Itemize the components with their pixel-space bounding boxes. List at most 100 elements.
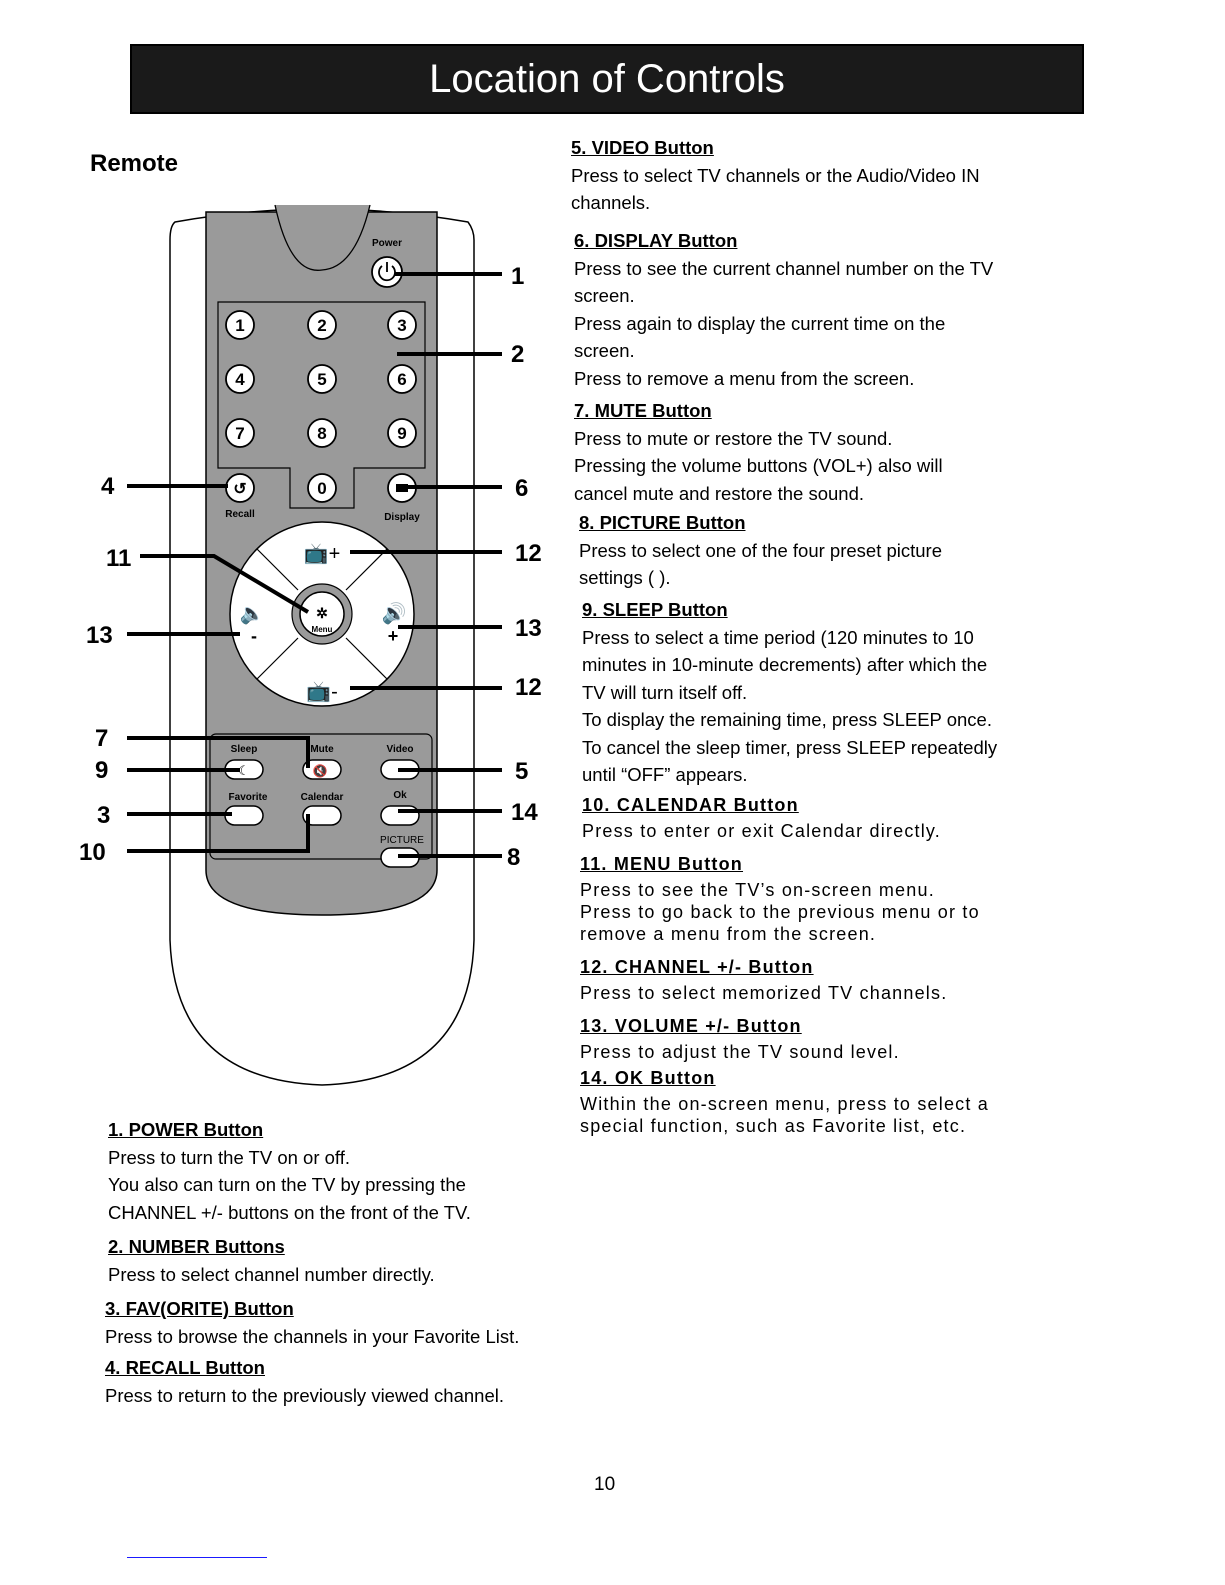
- section-line: Press to select memorized TV channels.: [580, 982, 948, 1003]
- callout-left-4: 4: [101, 473, 115, 500]
- section-heading: 7. MUTE Button: [574, 400, 712, 421]
- section-heading: 4. RECALL Button: [105, 1357, 265, 1378]
- channel-up-button[interactable]: 📺+: [304, 543, 341, 565]
- section-line: Pressing the volume buttons (VOL+) also …: [574, 455, 943, 476]
- title-bar: Location of Controls: [130, 44, 1084, 114]
- digit-button-1[interactable]: [225, 310, 255, 340]
- digit-button-2[interactable]: [307, 310, 337, 340]
- callout-right-12a: 12: [515, 540, 542, 567]
- ok-button[interactable]: [380, 805, 420, 826]
- section-line: settings ( ).: [579, 567, 671, 588]
- section-line: Press to adjust the TV sound level.: [580, 1041, 900, 1062]
- section-heading: 12. CHANNEL +/- Button: [580, 957, 814, 977]
- menu-label: Menu: [312, 625, 333, 634]
- digit-button-0[interactable]: [307, 473, 337, 503]
- section-line: until “OFF” appears.: [582, 764, 748, 785]
- channel-down-button[interactable]: 📺-: [306, 681, 338, 703]
- section-line: Press to select channel number directly.: [108, 1263, 435, 1285]
- digit-button-4[interactable]: [225, 364, 255, 394]
- picture-label: PICTURE: [380, 835, 424, 846]
- section-line: Press again to display the current time …: [574, 312, 946, 334]
- section-heading: 6. DISPLAY Button: [574, 230, 738, 251]
- callout-right-6: 6: [515, 475, 528, 502]
- digit-button-6[interactable]: [387, 364, 417, 394]
- section-heading: 2. NUMBER Buttons: [108, 1236, 285, 1257]
- number-pad-frame: [217, 301, 426, 509]
- favorite-label: Favorite: [229, 792, 268, 803]
- callout-right-12b: 12: [515, 674, 542, 701]
- digit-label-0: 0: [317, 479, 326, 498]
- callout-numbers: 1 2 6 12 13 12 5 14 8 4 11 13 7 9 3 10: [79, 263, 542, 871]
- ir-window: [274, 204, 371, 271]
- volume-down-button[interactable]: 🔈 -: [240, 603, 265, 646]
- section-line: minutes in 10-minute decrements) after w…: [582, 654, 988, 675]
- callout-right-1: 1: [511, 263, 524, 290]
- mute-icon: 🔇: [313, 764, 328, 778]
- section-heading: 8. PICTURE Button: [579, 512, 746, 533]
- section-line: Press to select a time period (120 minut…: [582, 626, 974, 648]
- calendar-label: Calendar: [301, 792, 344, 803]
- callout-right-14: 14: [511, 799, 538, 826]
- callout-right-2: 2: [511, 341, 524, 368]
- section-line: Press to browse the channels in your Fav…: [105, 1325, 520, 1347]
- callout-left-11: 11: [106, 545, 131, 572]
- section-heading: 5. VIDEO Button: [571, 137, 714, 158]
- sleep-label: Sleep: [231, 744, 258, 755]
- moon-icon: ☾: [238, 763, 250, 778]
- section-line: You also can turn on the TV by pressing …: [108, 1174, 466, 1195]
- digit-label-1: 1: [235, 316, 244, 335]
- section-line: screen.: [574, 285, 635, 306]
- remote-heading: Remote: [90, 150, 179, 177]
- function-keys-frame: [209, 733, 433, 860]
- menu-icon: ✲: [316, 605, 328, 621]
- digit-button-8[interactable]: [307, 418, 337, 448]
- callout-left-13: 13: [86, 622, 113, 649]
- section-line: Within the on-screen menu, press to sele…: [580, 1093, 989, 1114]
- recall-label: Recall: [225, 509, 255, 520]
- section-line: Press to enter or exit Calendar directly…: [582, 820, 941, 841]
- page-title: Location of Controls: [429, 56, 785, 101]
- digit-button-5[interactable]: [307, 364, 337, 394]
- callout-lines: [127, 272, 502, 858]
- digit-label-7: 7: [235, 424, 244, 443]
- digit-label-4: 4: [235, 370, 245, 389]
- callout-right-13: 13: [515, 615, 542, 642]
- digit-button-3[interactable]: [387, 310, 417, 340]
- digit-label-3: 3: [397, 316, 406, 335]
- display-label: Display: [384, 512, 420, 523]
- mute-button[interactable]: [302, 759, 342, 780]
- digit-button-7[interactable]: [225, 418, 255, 448]
- ok-label: Ok: [393, 790, 407, 801]
- section-line: TV will turn itself off.: [582, 681, 748, 703]
- footer-rule: [127, 1557, 267, 1558]
- section-heading: 3. FAV(ORITE) Button: [105, 1298, 294, 1319]
- section-line: remove a menu from the screen.: [580, 923, 877, 944]
- digit-label-9: 9: [397, 424, 406, 443]
- video-label: Video: [386, 744, 413, 755]
- section-line: Press to go back to the previous menu or…: [580, 901, 980, 922]
- volume-plus-sign: +: [388, 626, 399, 646]
- digit-button-9[interactable]: [387, 418, 417, 448]
- callout-right-5: 5: [515, 758, 528, 785]
- calendar-button[interactable]: [302, 805, 342, 826]
- menu-button[interactable]: [299, 591, 345, 637]
- tv-channel-up-icon: 📺+: [304, 543, 341, 565]
- section-heading: 10. CALENDAR Button: [582, 795, 799, 815]
- digit-label-2: 2: [317, 316, 326, 335]
- tv-channel-down-icon: 📺-: [306, 681, 338, 703]
- volume-up-button[interactable]: 🔊 +: [382, 601, 407, 646]
- section-line: special function, such as Favorite list,…: [580, 1115, 967, 1136]
- section-line: channels.: [571, 192, 651, 213]
- callout-left-9: 9: [95, 757, 108, 784]
